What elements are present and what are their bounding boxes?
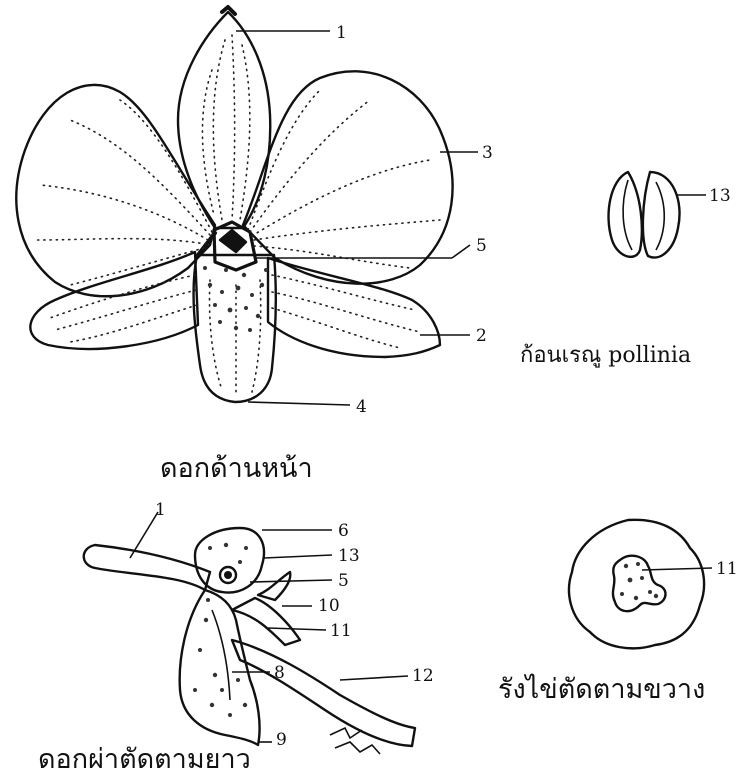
- section-label-9: 9: [276, 730, 287, 750]
- section-label-10: 10: [318, 596, 340, 616]
- front-view-flower: 1 3 5 2 4 ดอกด้านหน้า: [16, 7, 492, 484]
- section-label-5: 5: [338, 571, 349, 591]
- section-label-11: 11: [330, 621, 352, 641]
- front-label-3: 3: [482, 143, 493, 163]
- section-label-1: 1: [155, 500, 166, 520]
- pollinia-label-13: 13: [709, 186, 731, 206]
- section-label-13: 13: [338, 546, 360, 566]
- longitudinal-section-drawing: 1 6 13 5 10 11 8 12 9 ดอกผ่าตัดตามยาว: [38, 500, 434, 775]
- petal-veins: [35, 35, 440, 395]
- left-petal: [16, 85, 215, 296]
- front-label-4: 4: [356, 397, 367, 417]
- section-label-6: 6: [338, 521, 349, 541]
- pollinia-drawing: 13 ก้อนเรณู pollinia: [520, 172, 731, 368]
- left-lateral-sepal: [30, 252, 198, 349]
- ovary-section-caption: รังไข่ตัดตามขวาง: [498, 674, 705, 705]
- front-view-caption: ดอกด้านหน้า: [160, 453, 313, 484]
- dorsal-sepal: [178, 12, 270, 228]
- right-lateral-sepal: [268, 258, 440, 357]
- section-label-12: 12: [412, 666, 434, 686]
- longitudinal-section-caption: ดอกผ่าตัดตามยาว: [38, 744, 251, 775]
- section-label-8: 8: [274, 663, 285, 683]
- ovary-label-11: 11: [716, 559, 738, 579]
- pollinia-caption: ก้อนเรณู pollinia: [520, 343, 691, 368]
- ovary-section-drawing: 11 รังไข่ตัดตามขวาง: [498, 520, 738, 705]
- front-label-5: 5: [476, 236, 487, 256]
- right-petal: [243, 71, 453, 283]
- front-label-1: 1: [336, 23, 347, 43]
- front-label-2: 2: [476, 326, 487, 346]
